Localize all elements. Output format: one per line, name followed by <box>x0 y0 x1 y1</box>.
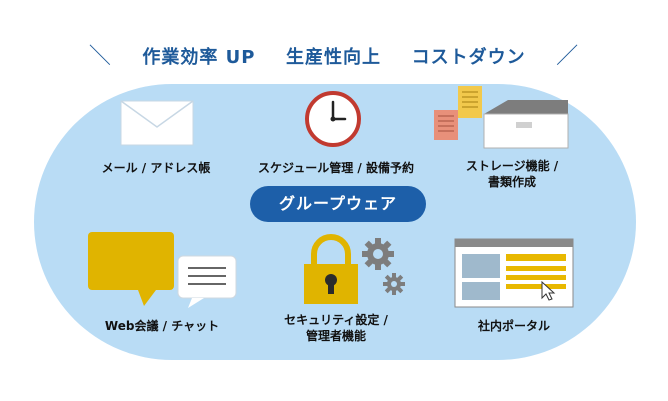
chat-bubbles-icon <box>88 232 237 308</box>
groupware-title: グループウェア <box>250 186 426 222</box>
tagline-efficiency: 作業効率 UP <box>142 47 256 68</box>
tagline: ＼ 作業効率 UP 生産性向上 コストダウン ／ <box>0 38 668 70</box>
clock-icon <box>305 91 361 147</box>
browser-window-icon <box>454 238 574 308</box>
mail-label: メール / アドレス帳 <box>101 161 211 175</box>
tagline-productivity: 生産性向上 <box>286 47 382 68</box>
left-slash: ＼ <box>88 44 112 69</box>
portal-label: 社内ポータル <box>477 319 550 333</box>
tagline-cost: コストダウン <box>411 47 526 68</box>
right-slash: ／ <box>556 44 580 69</box>
security-label: セキュリティ設定 / 管理者機能 <box>284 313 388 343</box>
storage-label: ストレージ機能 / 書類作成 <box>465 159 559 189</box>
meeting-label: Web会議 / チャット <box>104 319 220 333</box>
storage-box-icon <box>434 86 569 149</box>
envelope-icon <box>120 100 194 146</box>
padlock-gears-icon <box>304 234 405 304</box>
schedule-label: スケジュール管理 / 設備予約 <box>258 161 414 175</box>
